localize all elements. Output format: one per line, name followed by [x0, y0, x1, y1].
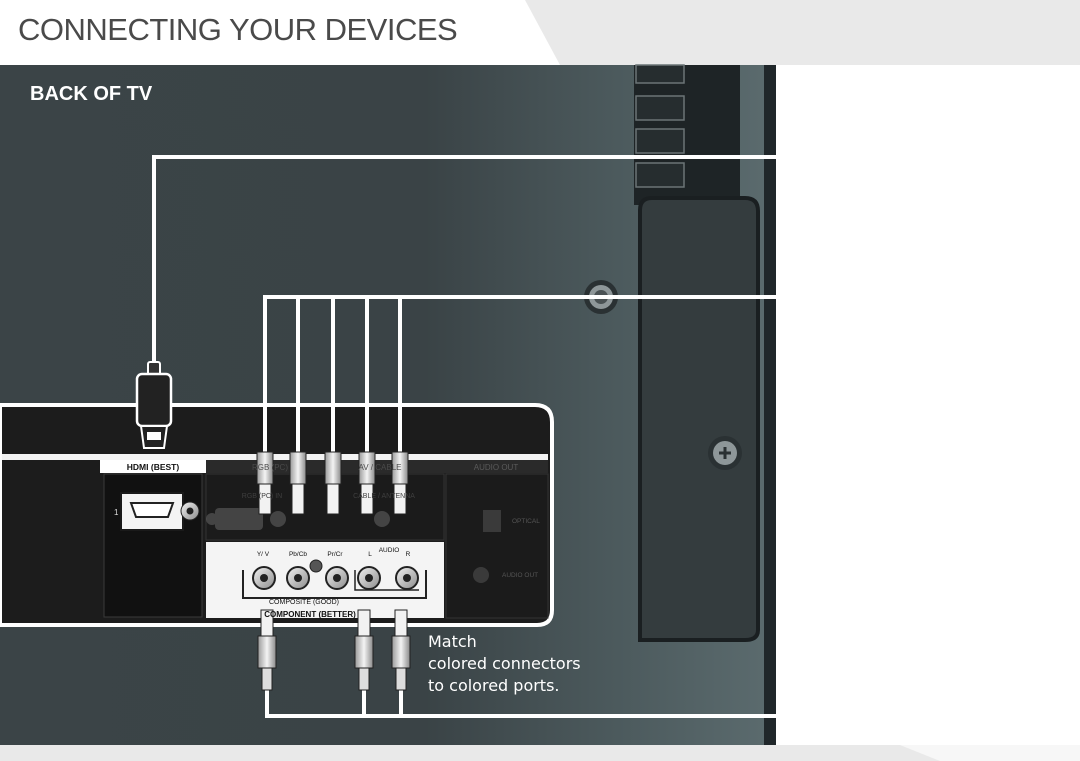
callout-line-1: Match [428, 632, 477, 651]
title-banner [0, 0, 560, 65]
hdmi-header [100, 460, 206, 473]
side-panel [638, 196, 760, 642]
coax-port-icon [252, 559, 419, 590]
rgb-port-label: RGB (PC) IN [242, 493, 282, 500]
instruction-panel-3 [776, 299, 1080, 714]
instruction-panel-2 [776, 159, 1080, 295]
audio-label-r: R [406, 551, 411, 558]
composite-label: COMPOSITE (GOOD) [269, 599, 339, 606]
cable-antenna-label: CABLE / ANTENNA [353, 493, 415, 500]
audio-label-l: L [368, 551, 372, 558]
instruction-panel-4 [776, 718, 1080, 745]
hdmi-plug-icon [135, 361, 173, 449]
component-label-pb: Pb/Cb [289, 551, 307, 558]
optical-port-icon [473, 510, 501, 583]
instruction-panel-1 [776, 65, 1080, 155]
page-title: CONNECTING YOUR DEVICES [18, 12, 458, 47]
section-title: BACK OF TV [30, 83, 153, 105]
hdmi-label: HDMI (BEST) [127, 462, 180, 472]
component-label-y: Y/ V [257, 551, 270, 558]
audio-label: AUDIO [379, 547, 400, 554]
callout-line-2: colored connectors [428, 654, 581, 673]
cable-lines [152, 155, 1080, 718]
rca-plug-icon [256, 451, 409, 515]
component-label: COMPONENT (BETTER) [264, 610, 356, 619]
screw-icon [708, 436, 742, 470]
audio-out-header: AUDIO OUT [474, 463, 519, 472]
hdmi-number: 1 [114, 508, 119, 517]
rca-plug-icon [257, 609, 411, 691]
optical-label: OPTICAL [512, 518, 540, 525]
footer-wedge [900, 745, 1080, 761]
audio-out-label: AUDIO OUT [502, 572, 538, 579]
callout-text: Match colored connectors to colored port… [428, 631, 581, 697]
component-label-pr: Pr/Cr [327, 551, 343, 558]
rgb-header: RGB (PC) [252, 463, 288, 472]
av-header: AV / CABLE [359, 463, 402, 472]
callout-line-3: to colored ports. [428, 676, 560, 695]
